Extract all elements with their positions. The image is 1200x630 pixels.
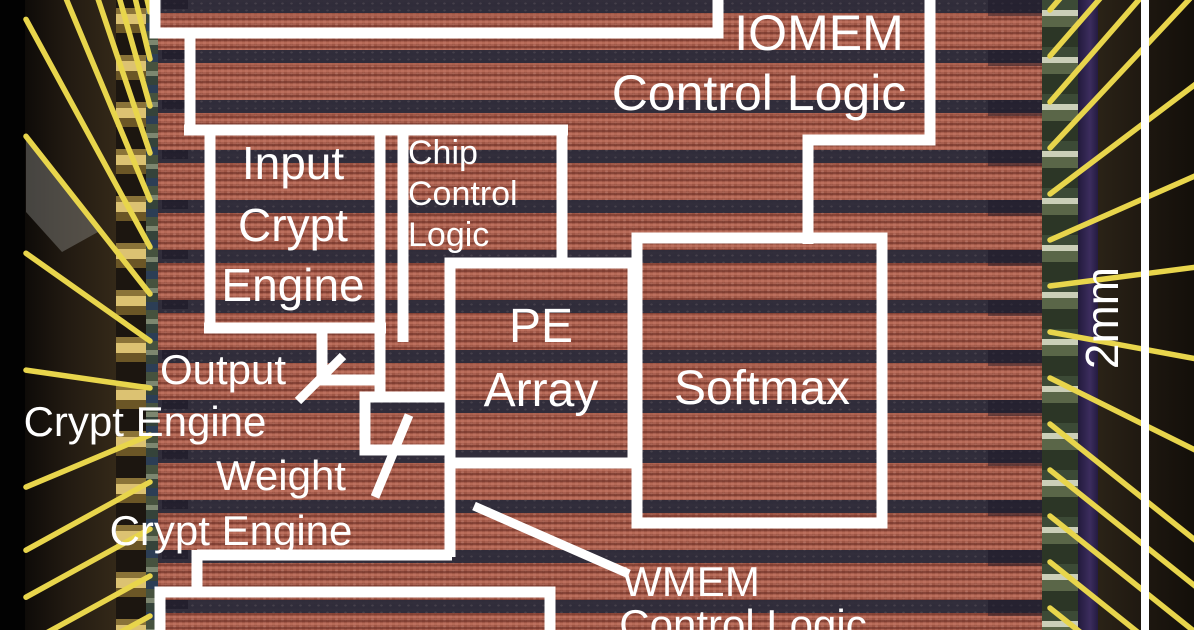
bond-wires-left — [23, 0, 153, 630]
leader-output-crypt — [294, 352, 347, 405]
label-input-crypt-line2: Crypt — [238, 199, 348, 251]
die-edge-left — [146, 0, 158, 630]
outline-softmax-box — [631, 232, 888, 529]
bond-wires-right — [1047, 0, 1200, 630]
label-output-crypt-line1: Output — [159, 346, 287, 393]
label-input-crypt-line1: Input — [241, 137, 345, 189]
leader-lines — [294, 352, 631, 579]
silicon-die-surface — [152, 0, 1044, 630]
outline-top-box — [149, 0, 724, 39]
label-iomem-line2: Control Logic — [611, 65, 907, 121]
region-outlines — [149, 0, 936, 630]
leader-weight-crypt — [370, 413, 414, 499]
outline-wmem-box — [154, 586, 556, 630]
label-chip-control-line1: Chip — [408, 134, 478, 172]
label-chip-control-line3: Logic — [408, 216, 490, 254]
package-reflection — [26, 140, 98, 252]
outline-iomem-boundary — [802, 0, 936, 244]
die-pad-ring-left — [162, 0, 188, 630]
label-pe-array-line1: PE — [508, 300, 574, 353]
image-left-black-edge — [0, 0, 25, 630]
label-pe-array-line2: Array — [483, 364, 599, 417]
die-edge-seal-ring-right — [1078, 0, 1098, 630]
label-output-crypt-line2: Crypt Engine — [23, 398, 267, 445]
label-input-crypt-line3: Engine — [221, 259, 365, 311]
label-weight-crypt-line1: Weight — [216, 452, 346, 499]
label-weight-crypt-line2: Crypt Engine — [109, 507, 353, 554]
outline-pe-array-box — [444, 257, 639, 469]
leader-wmem — [472, 501, 631, 579]
label-scale-2mm: 2mm — [1076, 266, 1128, 370]
label-chip-control-line2: Control — [408, 175, 518, 213]
label-wmem-line2: Control Logic — [619, 601, 867, 630]
label-iomem-line1: IOMEM — [734, 5, 904, 61]
die-pad-ring-right — [988, 0, 1042, 630]
outline-weight-crypt-box — [359, 391, 452, 456]
label-softmax: Softmax — [673, 362, 851, 415]
label-wmem-line1: WMEM — [622, 558, 760, 605]
